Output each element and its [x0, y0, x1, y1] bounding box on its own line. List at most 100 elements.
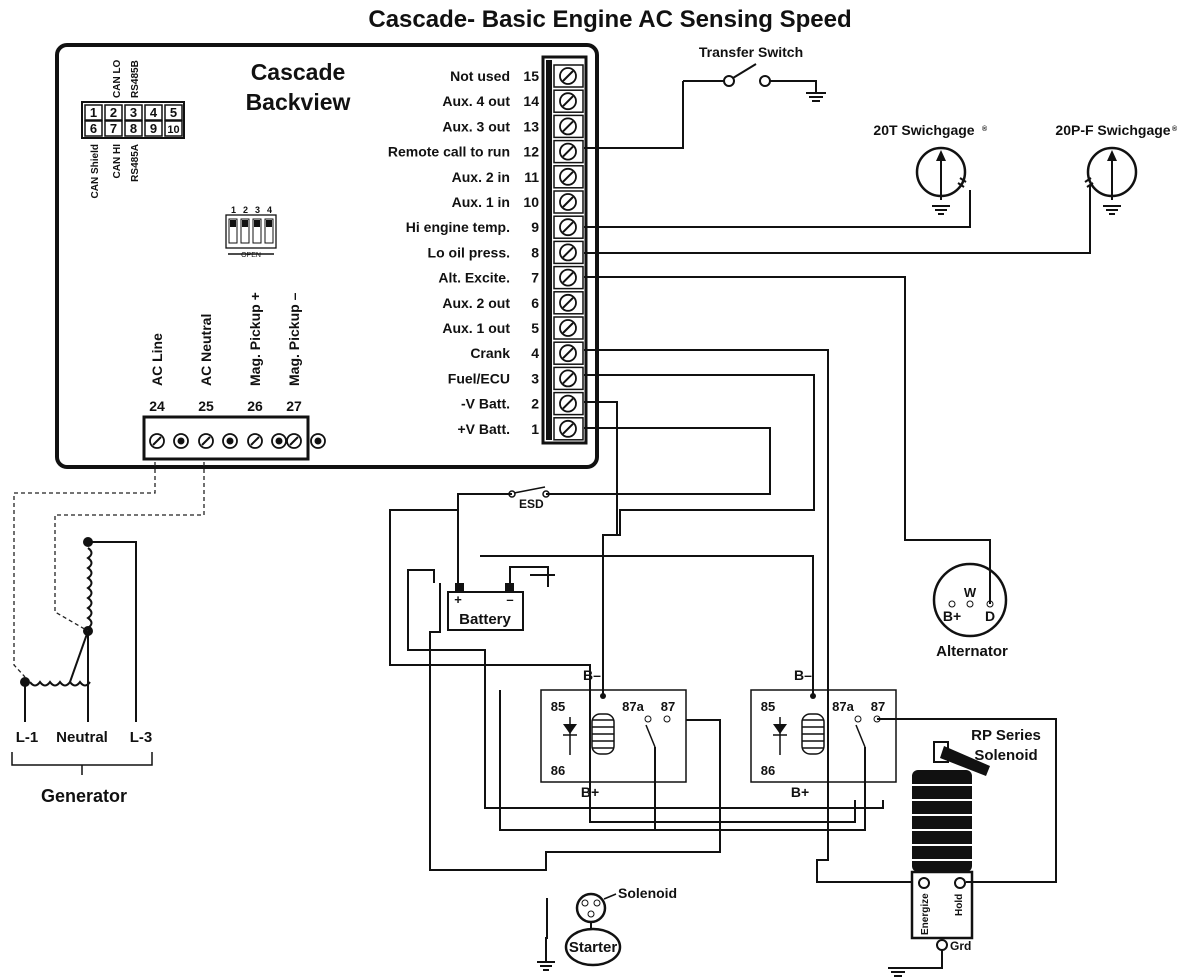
can-lo-label: CAN LO — [112, 59, 123, 98]
terminal-label: Aux. 1 in — [452, 194, 510, 210]
relay-1: B– B+ 85 86 87a 87 — [540, 667, 687, 800]
terminal-10: Aux. 1 in 10 — [452, 190, 584, 214]
terminal-number: 8 — [531, 244, 539, 260]
gauge-20t: 20T Swichgage ® — [873, 122, 988, 215]
connector-pin-label: 6 — [90, 121, 97, 136]
ground-icon — [806, 92, 826, 102]
connector-pin — [124, 120, 143, 137]
svg-text:85: 85 — [761, 699, 775, 714]
terminal-number: 15 — [523, 68, 539, 84]
connector-pin — [144, 104, 163, 121]
svg-text:B+: B+ — [943, 608, 961, 624]
svg-text:B–: B– — [794, 667, 812, 683]
battery-label: Battery — [459, 611, 511, 628]
svg-text:20T Swichgage: 20T Swichgage — [873, 122, 974, 138]
terminal-label: Aux. 2 in — [452, 169, 510, 185]
bottom-terminal-strip — [142, 415, 310, 461]
terminal-11: Aux. 2 in 11 — [452, 165, 584, 189]
connector-pin-label: 10 — [167, 124, 179, 136]
terminal-label: Fuel/ECU — [448, 370, 510, 386]
generator-l3-label: L-3 — [130, 729, 153, 746]
terminal-8: Lo oil press. 8 — [428, 240, 584, 265]
svg-text:85: 85 — [551, 699, 565, 714]
terminal-label: +V Batt. — [457, 421, 510, 437]
connector-pin — [144, 120, 163, 137]
terminal-number: 14 — [523, 93, 539, 109]
ground-icon — [932, 205, 950, 215]
diagram-title: Cascade- Basic Engine AC Sensing Speed — [368, 6, 851, 33]
connector-pin — [104, 104, 123, 121]
terminal-number: 6 — [531, 295, 539, 311]
terminal-9: Hi engine temp.9 — [406, 215, 584, 239]
connector-pin — [104, 120, 123, 137]
battery: + – Battery — [447, 583, 524, 631]
terminal-number: 3 — [531, 370, 539, 386]
terminal-label: Remote call to run — [388, 144, 510, 160]
svg-text:4: 4 — [267, 205, 272, 215]
terminal-number: 11 — [524, 169, 539, 185]
connector-pin-label: 5 — [170, 105, 177, 120]
starter-label: Starter — [569, 939, 618, 956]
generator-neutral-label: Neutral — [56, 729, 108, 746]
gauge-20pf: 20P-F Swichgage ® — [1055, 122, 1178, 215]
rp-series-solenoid: RP Series Solenoid Energize Hold Grd — [888, 727, 1041, 977]
terminal-number: 27 — [286, 398, 302, 414]
connector-pin — [84, 104, 103, 121]
dip-open-label: OPEN — [241, 252, 261, 259]
terminal-label: Lo oil press. — [428, 244, 510, 260]
svg-text:87: 87 — [661, 699, 675, 714]
connector-pin-label: 3 — [130, 105, 137, 120]
can-hi-label: CAN HI — [112, 144, 123, 179]
terminal-number: 10 — [523, 194, 539, 210]
ground-icon — [1103, 205, 1121, 215]
terminal-label: AC Neutral — [198, 314, 214, 386]
rs485a-label: RS485A — [130, 144, 141, 182]
generator: L-1 Neutral L-3 Generator — [11, 462, 205, 806]
terminal-27: Mag. Pickup –27 — [286, 292, 326, 449]
svg-text:B–: B– — [583, 667, 601, 683]
svg-text:Grd: Grd — [950, 939, 971, 953]
wiring — [389, 81, 1091, 962]
terminal-12: Remote call to run 12 — [388, 139, 584, 164]
esd-label: ESD — [519, 497, 544, 511]
terminal-label: Mag. Pickup + — [247, 292, 263, 386]
svg-text:–: – — [506, 592, 513, 607]
terminal-number: 24 — [149, 398, 165, 414]
terminal-25: AC Neutral 25 — [198, 314, 238, 449]
can-shield-label: CAN Shield — [90, 144, 101, 198]
svg-text:+: + — [454, 592, 462, 607]
terminal-label: Alt. Excite. — [438, 270, 510, 286]
starter-solenoid-label: Solenoid — [618, 885, 677, 901]
terminal-number: 26 — [247, 398, 263, 414]
alternator-label: Alternator — [936, 643, 1008, 660]
terminal-label: -V Batt. — [461, 396, 510, 412]
terminal-7: Alt. Excite.7 — [438, 265, 584, 290]
terminal-label: Crank — [470, 345, 510, 361]
connector-pin — [164, 104, 183, 121]
svg-text:RP Series: RP Series — [971, 727, 1041, 744]
controller-title-line2: Backview — [246, 89, 351, 115]
esd-switch: ESD — [508, 486, 550, 511]
svg-text:87: 87 — [871, 699, 885, 714]
terminal-number: 12 — [523, 144, 539, 160]
svg-text:87a: 87a — [832, 699, 854, 714]
svg-text:86: 86 — [551, 763, 565, 778]
terminal-number: 25 — [198, 398, 214, 414]
alternator: W B+ D Alternator — [932, 562, 1008, 660]
connector-pin-label: 7 — [110, 121, 117, 136]
terminal-26: Mag. Pickup + 26 — [247, 292, 287, 449]
connector-pin-label: 4 — [150, 105, 158, 120]
terminal-number: 2 — [531, 396, 539, 412]
terminal-2: -V Batt. 2 — [461, 391, 584, 416]
transfer-switch: Transfer Switch — [683, 44, 826, 102]
connector-pin-label: 9 — [150, 121, 157, 136]
svg-text:W: W — [964, 585, 977, 600]
svg-text:Solenoid: Solenoid — [974, 747, 1037, 764]
controller-title-line1: Cascade — [251, 59, 346, 85]
connector-pin-label: 1 — [90, 105, 97, 120]
svg-text:87a: 87a — [622, 699, 644, 714]
